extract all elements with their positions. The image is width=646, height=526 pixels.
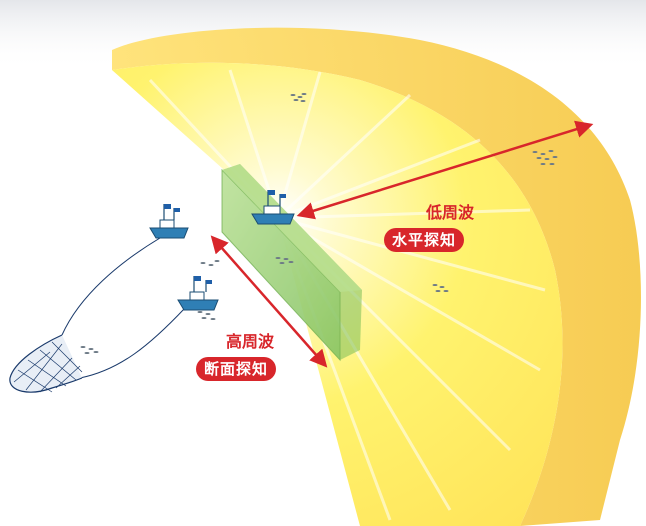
horizontal-detection-badge: 水平探知 [384, 228, 465, 252]
high-frequency-title: 高周波 [225, 332, 274, 351]
low-frequency-title: 低周波 [425, 203, 474, 222]
fishing-boat-icon [251, 190, 295, 225]
fishing-boat-icon [149, 204, 189, 239]
cross-section-detection-badge: 断面探知 [196, 357, 277, 381]
horizontal-range-arrow [296, 120, 594, 220]
fishing-boat-icon [177, 276, 219, 311]
purse-seine-net-icon [9, 237, 186, 393]
vertical-range-arrow [210, 235, 328, 368]
